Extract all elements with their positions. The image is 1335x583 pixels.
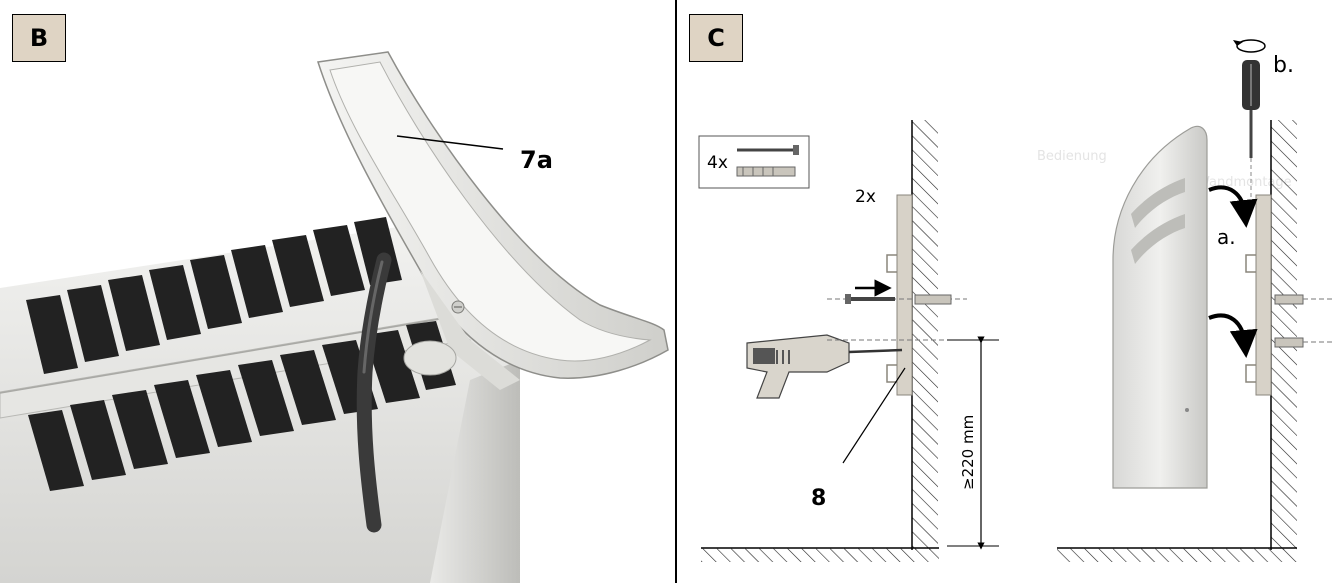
- wall-plug-icon: [736, 166, 796, 177]
- callout-8-label: 8: [811, 486, 826, 511]
- wall-bracket-8: [886, 194, 913, 396]
- mounting-foot-7a: [317, 51, 669, 390]
- panel-b: 7a B: [0, 0, 676, 583]
- screw-count-label: 4x: [707, 153, 728, 173]
- callout-line-7a: [396, 135, 504, 150]
- panel-c-illustration: 6.5 Wandmontage Bedienung 4x: [698, 39, 1332, 562]
- panel-b-badge: B: [12, 14, 66, 62]
- rotate-arrow-icon: [1233, 39, 1266, 53]
- callout-7a-label: 7a: [520, 146, 553, 174]
- svg-text:Bedienung: Bedienung: [1037, 149, 1107, 164]
- upper-grille: [26, 217, 402, 374]
- panel-c-badge: C: [689, 14, 743, 62]
- bracket-count-label: 2x: [855, 187, 876, 207]
- screw-icon: [737, 145, 799, 155]
- step-b-label: b.: [1273, 53, 1294, 78]
- heater-side-view: [1112, 125, 1208, 489]
- screw-kit-box: 4x: [698, 135, 810, 189]
- screw-insert: [845, 294, 952, 305]
- curved-arrow-icon: [1208, 185, 1258, 228]
- curved-arrow-icon: [1208, 313, 1258, 358]
- panel-b-illustration: 7a: [0, 51, 669, 583]
- height-dimension: ≥220 mm: [947, 336, 999, 550]
- panel-c: 6.5 Wandmontage Bedienung 4x: [676, 0, 1335, 583]
- mounted-bracket: [1245, 194, 1332, 396]
- step-a-label: a.: [1217, 225, 1236, 249]
- height-dimension-label: ≥220 mm: [959, 415, 977, 490]
- screwdriver-icon: [1242, 60, 1260, 200]
- drill-icon: [746, 334, 903, 399]
- callout-line-8: [842, 367, 906, 464]
